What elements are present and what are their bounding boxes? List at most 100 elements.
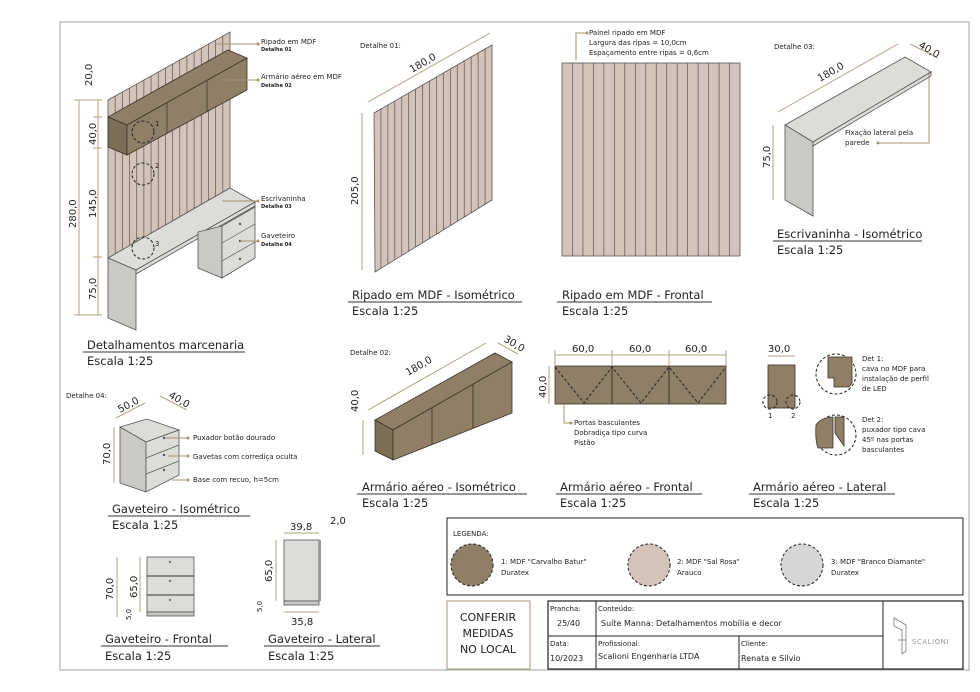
dim-front: 2,0 [330,516,346,527]
legend-item: Duratex [501,569,529,577]
legend-item: 1: MDF "Carvalho Batur" [501,558,587,566]
legend-item: 2: MDF "Sal Rosa" [677,558,740,566]
swatch-sal-rosa [627,543,671,587]
view-scale: Escala 1:25 [268,649,334,663]
marker-3 [131,236,155,260]
legend: LEGENDA: 1: MDF "Carvalho Batur" Duratex… [446,517,964,596]
det2-text: Det 2: [862,416,883,424]
ripado-frontal-view: Painel ripado em MDF Largura das ripas =… [557,29,741,318]
dim-width: 60,0 [685,344,707,355]
dim-height: 40,0 [350,390,361,412]
sheet-border [59,21,970,671]
callout-ripado: Ripado em MDF [261,38,316,46]
cliente-label: Cliente: [741,640,768,648]
note: Dobradiça tipo curva [574,429,647,437]
dim-height: 75,0 [762,146,773,168]
note: parede [845,139,870,147]
dim-cabinet: 40,0 [88,123,99,145]
dim-height: 70,0 [102,443,113,465]
note: Pistão [574,439,595,447]
view-scale: Escala 1:25 [753,496,819,510]
note: Base com recuo, h=5cm [193,476,279,484]
detail-1-circle [815,353,857,395]
dim-body: 65,0 [129,576,140,598]
dim-width: 60,0 [572,344,594,355]
armario-lateral-view: 30,0 1 2 Det 1: cava no MDF para instala… [749,344,929,510]
legend-item: Arauco [677,569,702,577]
dim-height: 40,0 [538,376,549,398]
det2-text: basculantes [862,446,904,454]
dim-mid: 145,0 [88,189,99,218]
profissional-label: Profissional: [598,640,640,648]
legend-title: LEGENDA: [453,530,489,538]
marker-label: 1 [155,120,159,128]
callout-escrivaninha: Escrivaninha [261,195,306,203]
warning-text: MEDIDAS [463,627,514,640]
dim-depth: 30,0 [768,344,790,355]
dim-total: 280,0 [68,199,79,228]
det1-text: Det 1: [862,355,883,363]
marker-label: 3 [155,240,159,248]
view-scale: Escala 1:25 [777,243,843,257]
callout-armario: Armário aéreo em MDF [261,73,342,81]
conteudo-value: Suíte Manna: Detalhamentos mobília e dec… [601,619,783,628]
detail-label: Detalhe 03: [774,43,815,51]
marker-1 [131,120,155,144]
view-title: Ripado em MDF - Frontal [562,288,704,302]
view-title: Gaveteiro - Isométrico [112,502,240,516]
dim-total: 70,0 [105,578,116,600]
ripado-isometric-view: Detalhe 01: 180,0 205,0 Ripado em MDF - … [348,32,522,318]
dim-width: 60,0 [629,344,651,355]
det1-text: de LED [862,385,887,393]
legend-item: Duratex [831,569,859,577]
marker-label: 2 [791,412,795,420]
view-scale: Escala 1:25 [112,518,178,532]
warning-box [446,600,531,670]
logo-text: SCALIONI [912,638,949,646]
note: Espaçamento entre ripas = 0,6cm [589,49,709,57]
detail-label: Detalhe 02: [350,349,391,357]
callout-sub: Detalhe 02 [261,83,292,89]
main-isometric-view: 1 2 3 Ripado em MDF Detalhe 01 Armário a… [68,31,342,368]
conteudo-label: Conteúdo: [598,605,634,613]
callout-sub: Detalhe 04 [261,242,292,248]
dim-bottom: 35,8 [291,617,313,628]
dim-top: 39,8 [290,522,312,533]
view-title: Armário aéreo - Lateral [753,480,886,494]
detail-label: Detalhe 04: [66,392,107,400]
prancha-label: Prancha: [550,605,581,613]
view-title: Armário aéreo - Frontal [560,480,693,494]
legend-item: 3: MDF "Branco Diamante" [831,558,925,566]
dim-base: 5,0 [256,601,264,612]
det2-text: puxador tipo cava [862,426,925,434]
view-scale: Escala 1:25 [562,304,628,318]
armario-frontal-view: 60,0 60,0 60,0 40,0 Portas basculantes D… [538,344,727,510]
marker-label: 2 [155,162,159,170]
warning-text: CONFERIR [460,611,517,624]
view-title: Detalhamentos marcenaria [87,338,244,352]
view-title: Armário aéreo - Isométrico [362,480,516,494]
callout-gaveteiro: Gaveteiro [261,232,295,240]
desk-leg [107,257,137,331]
note: Largura das ripas = 10,0cm [589,39,687,47]
note: Gavetas com corrediça oculta [193,453,297,461]
marker-2 [131,162,155,186]
note: Fixação lateral pela [845,129,913,137]
detail-label: Detalhe 01: [360,42,401,50]
view-title: Escrivaninha - Isométrico [777,227,922,241]
callout-sub: Detalhe 01 [261,47,292,53]
prancha-value: 25/40 [557,619,580,628]
note: Portas basculantes [574,419,640,427]
swatch-carvalho-batur [450,543,494,587]
warning-text: NO LOCAL [460,643,517,656]
marker-label: 1 [768,412,772,420]
dim-height: 205,0 [350,176,361,205]
callout-sub: Detalhe 03 [261,204,292,210]
dim-base: 5,0 [125,609,133,620]
view-title: Gaveteiro - Lateral [268,632,376,646]
cabinet-front [126,57,248,156]
note: Puxador botão dourado [193,434,275,442]
title-block: CONFERIR MEDIDAS NO LOCAL Prancha: 25/40… [446,600,964,670]
cliente-value: Renata e Silvio [741,654,801,663]
